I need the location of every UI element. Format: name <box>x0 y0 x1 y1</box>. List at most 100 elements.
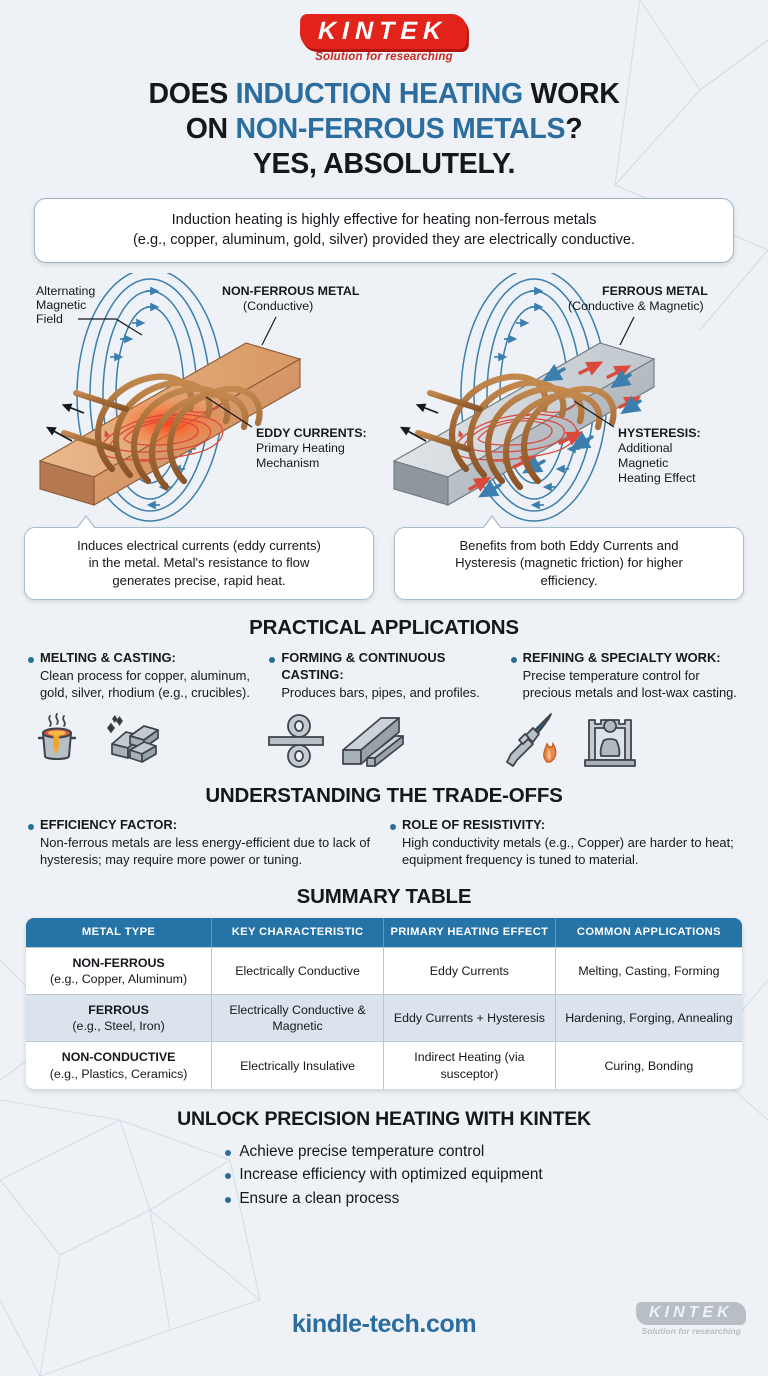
application-desc-2: Produces bars, pipes, and profiles. <box>281 684 480 700</box>
footer-logo-wordmark: KINTEK <box>649 1304 734 1321</box>
ingots-icon <box>107 715 159 764</box>
application-item-1: MELTING & CASTING: Clean process for cop… <box>28 650 257 701</box>
headline-seg-induction-heating: INDUCTION HEATING <box>235 78 524 111</box>
application-desc-1: Clean process for copper, aluminum, gold… <box>40 668 250 701</box>
headline-line-2: ON NON-FERROUS METALS? <box>34 112 734 147</box>
coil-leads-right <box>415 389 483 452</box>
metal-type-sub: (e.g., Plastics, Ceramics) <box>49 1066 188 1081</box>
cta-benefit-list: Achieve precise temperature control Incr… <box>225 1139 543 1210</box>
call-to-action: UNLOCK PRECISION HEATING WITH KINTEK Ach… <box>0 1108 768 1210</box>
bullet-dot-icon <box>225 1197 232 1204</box>
section-heading-summary: SUMMARY TABLE <box>296 884 472 908</box>
svg-text:NON-FERROUS METAL: NON-FERROUS METAL <box>222 284 360 298</box>
tradeoff-item-2: ROLE OF RESISTIVITY: High conductivity m… <box>390 817 740 868</box>
cell-applications: Curing, Bonding <box>555 1041 742 1089</box>
ferrous-bar <box>392 342 656 506</box>
callout-right-line-2: Hysteresis (magnetic friction) for highe… <box>455 555 683 571</box>
brand-logo: KINTEK Solution for researching <box>0 0 768 63</box>
current-direction-arrows-left <box>45 403 85 442</box>
current-direction-arrows-right <box>399 403 439 442</box>
svg-text:(Conductive): (Conductive) <box>243 299 313 313</box>
callout-left-line-1: Induces electrical currents (eddy curren… <box>77 537 321 553</box>
cell-metal-type: NON-CONDUCTIVE (e.g., Plastics, Ceramics… <box>26 1041 213 1089</box>
logo-badge: KINTEK <box>300 14 468 50</box>
label-alternating-magnetic-field: Alternating Magnetic Field <box>36 284 143 336</box>
headline-seg-does: DOES <box>148 78 236 111</box>
svg-text:Field: Field <box>36 312 63 326</box>
table-col-common-applications: COMMON APPLICATIONS <box>555 917 742 947</box>
logo-tagline: Solution for researching <box>315 51 453 64</box>
callout-tail <box>77 516 95 529</box>
table-row: FERROUS (e.g., Steel, Iron) Electrically… <box>26 994 742 1042</box>
cell-metal-type: FERROUS (e.g., Steel, Iron) <box>26 994 213 1042</box>
table-col-key-characteristic: KEY CHARACTERISTIC <box>212 917 384 947</box>
application-term-2: FORMING & CONTINUOUS CASTING: <box>281 650 446 683</box>
cta-heading: UNLOCK PRECISION HEATING WITH KINTEK <box>177 1107 591 1130</box>
callout-ferrous: Benefits from both Eddy Currents and Hys… <box>394 516 744 601</box>
bullet-dot-icon <box>390 823 396 830</box>
cell-effect: Indirect Heating (via susceptor) <box>383 1041 556 1089</box>
bullet-dot-icon <box>510 656 517 663</box>
label-ferrous-metal: FERROUS METAL (Conductive & Magnetic) <box>568 284 708 346</box>
headline-seg-non-ferrous-metals: NON-FERROUS METALS <box>235 113 566 146</box>
svg-text:Primary Heating: Primary Heating <box>256 441 345 455</box>
icon-group-melting <box>28 708 265 770</box>
logo-wordmark: KINTEK <box>318 17 448 45</box>
icon-group-refining <box>503 708 740 770</box>
callout-right-line-1: Benefits from both Eddy Currents and <box>459 537 679 553</box>
callout-tail <box>483 516 501 529</box>
footer: kindle-tech.com KINTEK Solution for rese… <box>0 1302 768 1360</box>
cta-benefit-text-2: Increase efficiency with optimized equip… <box>239 1166 543 1184</box>
cell-characteristic: Electrically Insulative <box>212 1041 384 1089</box>
billets-icon <box>342 717 405 768</box>
cell-applications: Hardening, Forging, Annealing <box>555 994 742 1042</box>
lead-line-1: Induction heating is highly effective fo… <box>171 211 597 228</box>
label-hysteresis: HYSTERESIS: Additional Magnetic Heating … <box>573 400 701 485</box>
svg-text:(Conductive & Magnetic): (Conductive & Magnetic) <box>568 299 704 313</box>
table-header-row: METAL TYPE KEY CHARACTERISTIC PRIMARY HE… <box>26 917 742 947</box>
headline-line-3: YES, ABSOLUTELY. <box>252 147 516 180</box>
mold-icon <box>583 719 636 768</box>
headline-seg-on: ON <box>185 113 236 146</box>
metal-type-main: FERROUS <box>88 1003 149 1018</box>
label-eddy-currents: EDDY CURRENTS: Primary Heating Mechanism <box>205 396 367 470</box>
bullet-dot-icon <box>28 656 34 663</box>
metal-type-main: NON-FERROUS <box>72 955 165 970</box>
cell-applications: Melting, Casting, Forming <box>555 946 742 995</box>
application-icons <box>0 708 768 770</box>
torch-flame-icon <box>505 713 557 768</box>
cta-benefit-1: Achieve precise temperature control <box>225 1142 542 1163</box>
website-url[interactable]: kindle-tech.com <box>291 1310 477 1338</box>
cell-effect: Eddy Currents + Hysteresis <box>383 994 556 1042</box>
footer-logo-badge: KINTEK <box>636 1302 747 1325</box>
svg-text:HYSTERESIS:: HYSTERESIS: <box>618 426 701 440</box>
cta-benefit-text-1: Achieve precise temperature control <box>239 1142 485 1160</box>
svg-text:Alternating: Alternating <box>36 284 95 298</box>
svg-text:Magnetic: Magnetic <box>36 298 86 312</box>
application-item-3: REFINING & SPECIALTY WORK: Precise tempe… <box>510 650 740 701</box>
table-col-metal-type: METAL TYPE <box>26 917 213 947</box>
application-term-3: REFINING & SPECIALTY WORK: <box>522 650 721 666</box>
coil-leads-left <box>61 389 129 452</box>
bullet-dot-icon <box>28 823 34 830</box>
callout-non-ferrous: Induces electrical currents (eddy curren… <box>24 516 374 601</box>
lead-statement-box: Induction heating is highly effective fo… <box>34 197 734 263</box>
svg-text:Magnetic: Magnetic <box>618 456 668 470</box>
cta-benefit-text-3: Ensure a clean process <box>239 1190 400 1208</box>
diagram-non-ferrous: Alternating Magnetic Field NON-FERROUS M… <box>36 272 367 522</box>
callout-left-line-2: in the metal. Metal's resistance to flow <box>88 555 310 571</box>
tradeoff-desc-2: High conductivity metals (e.g., Copper) … <box>402 835 734 868</box>
diagram-ferrous: FERROUS METAL (Conductive & Magnetic) HY… <box>392 272 708 522</box>
cell-metal-type: NON-FERROUS (e.g., Copper, Aluminum) <box>26 946 213 995</box>
induction-diagrams: Alternating Magnetic Field NON-FERROUS M… <box>0 272 768 523</box>
application-term-1: MELTING & CASTING: <box>40 650 176 666</box>
headline-seg-work: WORK <box>522 78 620 111</box>
cell-characteristic: Electrically Conductive & Magnetic <box>212 994 384 1042</box>
diagram-callouts: Induces electrical currents (eddy curren… <box>0 516 768 601</box>
cell-characteristic: Electrically Conductive <box>212 946 384 995</box>
table-col-primary-heating-effect: PRIMARY HEATING EFFECT <box>383 917 556 947</box>
icon-group-forming <box>265 708 502 770</box>
table-row: NON-CONDUCTIVE (e.g., Plastics, Ceramics… <box>26 1041 742 1089</box>
cta-benefit-2: Increase efficiency with optimized equip… <box>225 1165 543 1186</box>
callout-right-line-3: efficiency. <box>540 572 598 588</box>
